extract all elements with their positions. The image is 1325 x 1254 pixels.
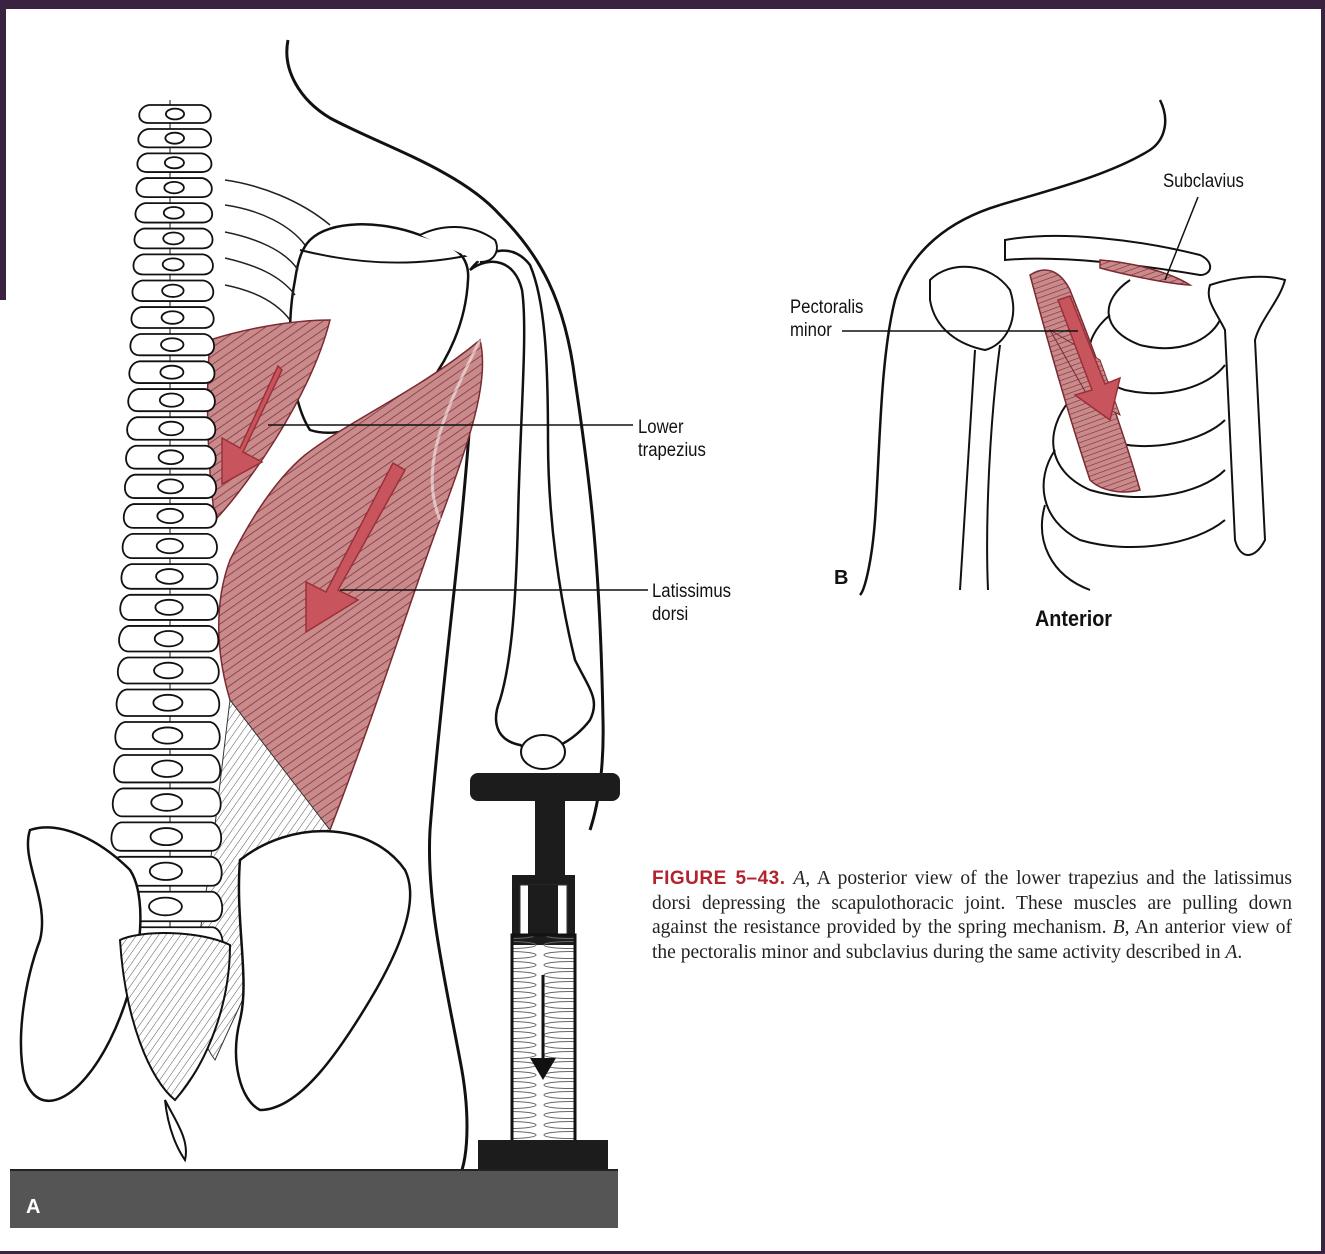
vertebra-body xyxy=(165,157,184,168)
vertebra-body xyxy=(152,760,182,776)
label-pectoralis-minor-line2: minor xyxy=(790,319,863,342)
vertebra-body xyxy=(161,338,183,351)
figure-caption: FIGURE 5–43. A, A posterior view of the … xyxy=(652,867,1292,965)
figure-number: FIGURE 5–43. xyxy=(652,868,786,889)
label-pectoralis-minor-line1: Pectoralis xyxy=(790,296,863,319)
vertebra-body xyxy=(153,727,183,743)
panel-b-title: Anterior xyxy=(1035,606,1112,632)
vertebra-body xyxy=(158,479,183,493)
vertebra-body xyxy=(151,828,183,845)
caption-a-end: A xyxy=(1225,942,1237,963)
floor xyxy=(10,1170,618,1228)
coccyx xyxy=(165,1100,186,1160)
caption-a-ref: A, xyxy=(793,868,810,889)
label-latissimus-dorsi-line1: Latissimus xyxy=(652,580,731,603)
sacrum xyxy=(120,933,230,1100)
vertebra-body xyxy=(163,233,184,245)
caption-b-ref: B, xyxy=(1113,917,1130,938)
vertebra-body xyxy=(166,109,184,120)
vertebra-body xyxy=(164,182,184,193)
label-lower-trapezius: Lower trapezius xyxy=(638,416,706,462)
label-subclavius: Subclavius xyxy=(1163,170,1244,193)
label-pectoralis-minor: Pectoralis minor xyxy=(790,296,863,342)
caption-text-3: . xyxy=(1237,942,1242,963)
vertebra-body xyxy=(159,450,184,464)
vertebra-body xyxy=(153,695,182,711)
spring-device xyxy=(470,773,620,1175)
pelvis-right xyxy=(236,831,410,1110)
panel-b-letter: B xyxy=(834,567,848,590)
neck-b xyxy=(1000,100,1165,205)
vertebra-body xyxy=(165,133,184,144)
vertebra-body xyxy=(149,898,182,916)
vertebra-body xyxy=(154,663,183,679)
vertebra-body xyxy=(159,422,183,436)
vertebra-body xyxy=(151,794,182,811)
vertebra-body xyxy=(163,258,184,270)
panel-a-letter: A xyxy=(26,1196,40,1219)
vertebra-body xyxy=(155,631,183,646)
label-latissimus-dorsi: Latissimus dorsi xyxy=(652,580,731,626)
vertebra-body xyxy=(162,311,184,324)
vertebrae xyxy=(107,105,222,957)
vertebra-body xyxy=(160,366,183,379)
label-lower-trapezius-line1: Lower xyxy=(638,416,706,439)
shoulder-b xyxy=(860,205,1000,595)
label-latissimus-dorsi-line2: dorsi xyxy=(652,603,731,626)
sternum xyxy=(1209,277,1285,555)
vertebra-body xyxy=(160,393,184,406)
vertebra-body xyxy=(155,600,182,615)
vertebra-body xyxy=(157,509,183,523)
vertebra-body xyxy=(156,569,183,584)
label-lower-trapezius-line2: trapezius xyxy=(638,439,706,462)
panel-a-drawing xyxy=(10,40,648,1228)
vertebra-body xyxy=(157,539,183,554)
vertebra-body xyxy=(164,207,184,219)
vertebra-body xyxy=(162,285,183,297)
vertebra-body xyxy=(150,863,182,880)
humerus-bone xyxy=(470,251,594,751)
